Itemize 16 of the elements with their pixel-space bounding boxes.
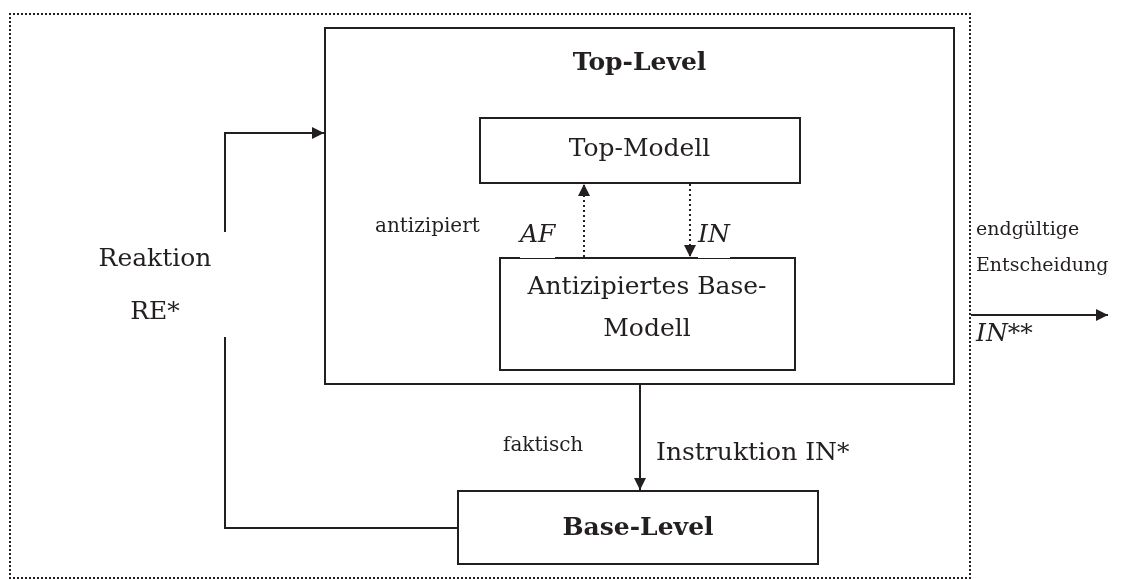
note-label: antizipiert [375,213,480,237]
arrow [970,309,1109,321]
dotted-arrow [578,183,590,258]
level-box [324,27,955,385]
box-label: Top-Modell [567,131,712,164]
arrow [634,384,646,491]
dotted-arrow [684,183,696,258]
model-box [478,116,801,184]
model-box [498,256,796,371]
dotted-frame [9,13,971,579]
level-title: Top-Level [571,46,708,78]
note-label: IN** [976,318,1033,347]
level-box [457,490,819,565]
box-label: Antizipiertes Base-Modell [526,269,768,344]
note-label: faktisch [503,432,584,456]
level-title: Base-Level [561,511,715,543]
